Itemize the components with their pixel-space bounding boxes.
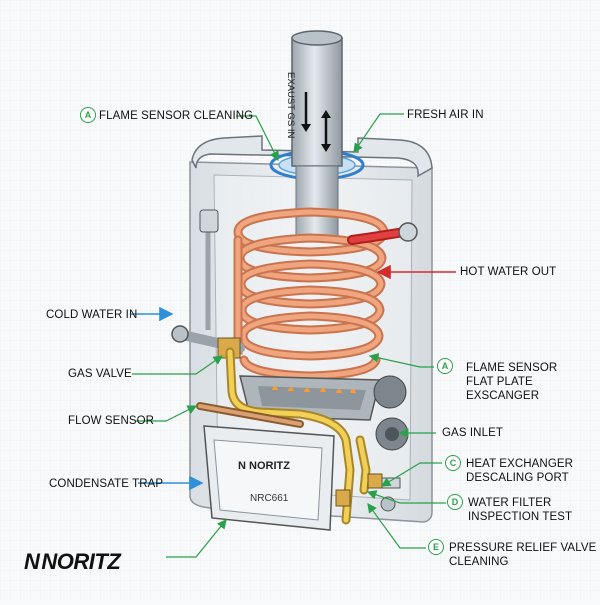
leader-lines [132,113,446,558]
burner-assembly [239,375,409,451]
label-condensate-trap: CONDENSATE TRAP [49,478,164,490]
label-flow-sensor: FLOW SENSOR [68,415,155,427]
label-badge-flame-sensor: A [80,107,96,123]
label-flame-sensor-plate-line3: EXSCANGER [466,390,540,402]
label-pressure-relief-line2: CLEANING [449,556,509,568]
label-badge-heat-exchanger: C [445,455,461,471]
label-flame-sensor-cleaning: FLAME SENSOR CLEANING [99,110,254,122]
label-pressure-relief-line1: PRESSURE RELIEF VALVE [449,542,597,554]
label-badge-pressure-relief: E [428,539,444,555]
label-hot-water-out: HOT WATER OUT [460,266,557,278]
label-gas-valve: GAS VALVE [68,368,132,380]
panel-brand-logo: N NORITZ [238,460,290,472]
noritz-logo-text: NORITZ [41,549,121,574]
label-flame-sensor-plate-line1: FLAME SENSOR [466,362,558,374]
control-panel [203,425,335,531]
label-gas-inlet: GAS INLET [442,427,503,439]
label-water-filter-line1: WATER FILTER [468,497,552,509]
label-flame-sensor-plate-line2: FLAT PLATE [466,376,533,388]
panel-brand-name: NORITZ [249,460,290,472]
label-heat-exchanger-line1: HEAT EXCHANGER [466,458,574,470]
label-badge-flame-sensor-plate: A [437,358,453,374]
gas-pipes [196,347,371,525]
label-badge-water-filter: D [447,494,463,510]
label-heat-exchanger-line2: DESCALING PORT [466,472,569,484]
noritz-logo: NNORITZ [24,549,121,575]
exhaust-pipe-text: EXAUST GS IN [285,72,296,139]
label-fresh-air-in: FRESH AIR IN [407,109,484,121]
noritz-logo-mark: N [24,549,40,574]
panel-brand-mark: N [238,460,246,472]
label-cold-water-in: COLD WATER IN [46,309,138,321]
hot-water-pipe [347,222,418,245]
exhaust-pipe [269,30,365,237]
panel-model-number: NRC661 [250,493,289,504]
label-water-filter-line2: INSPECTION TEST [468,511,573,523]
